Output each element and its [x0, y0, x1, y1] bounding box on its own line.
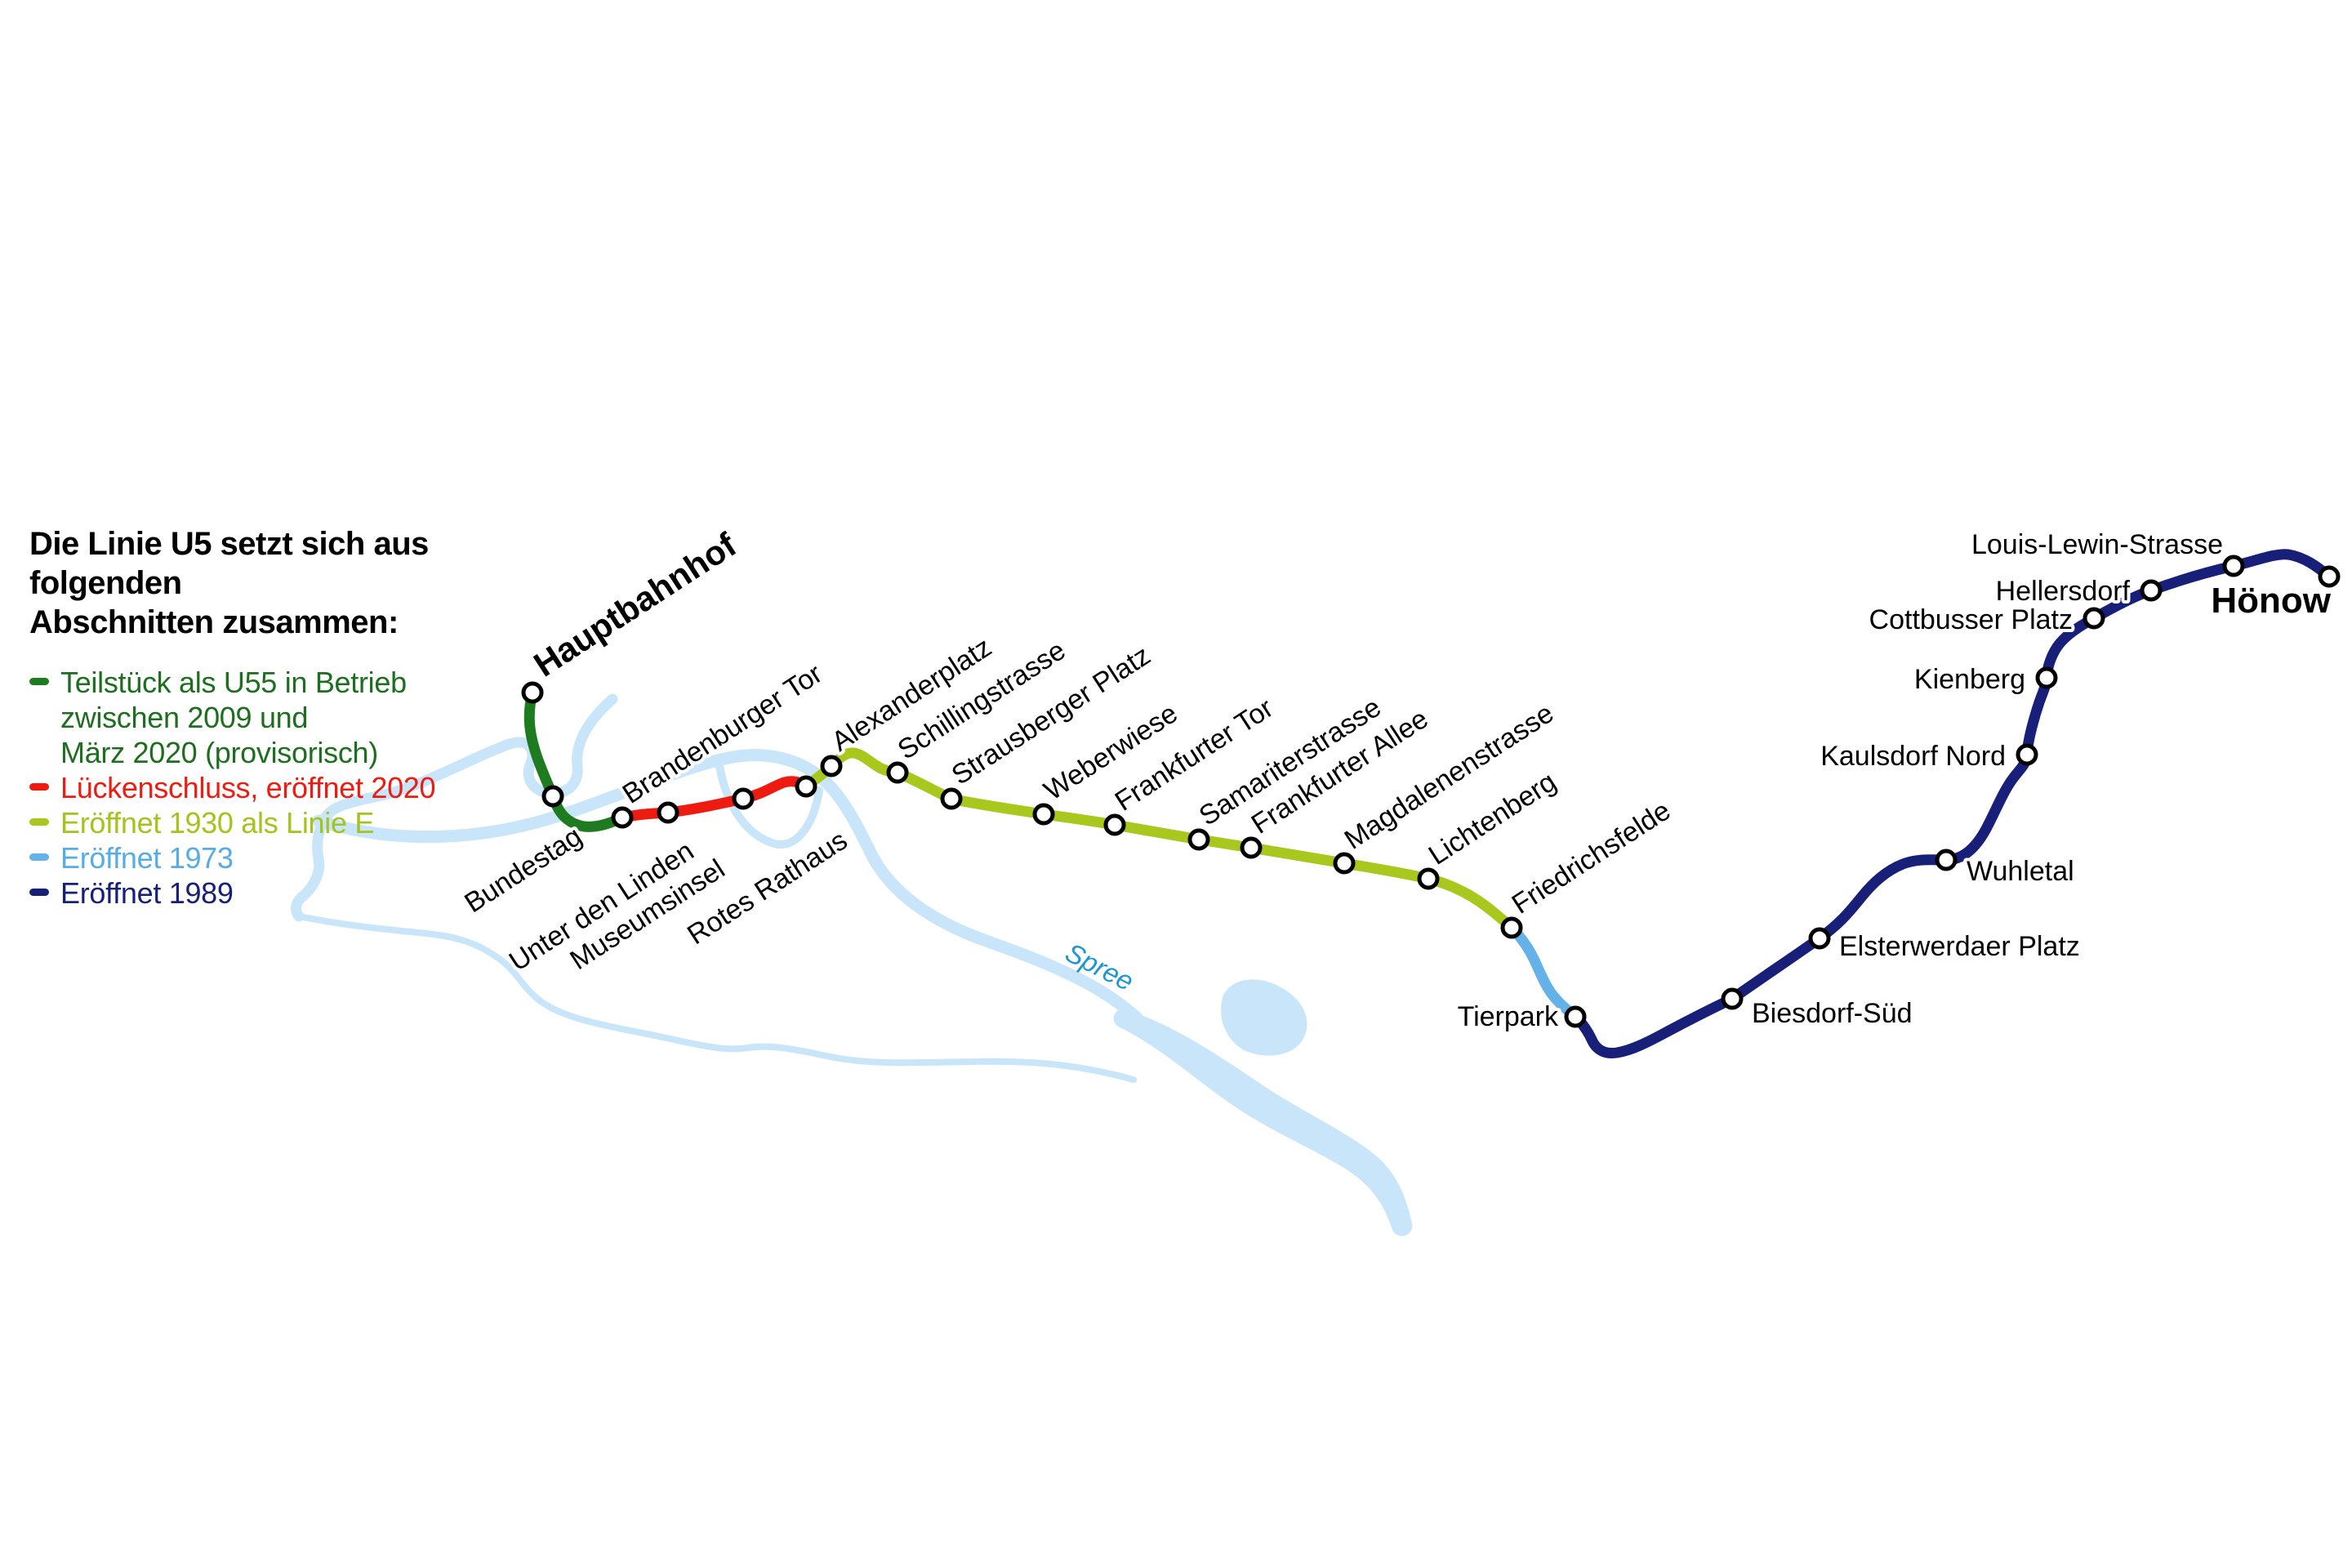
legend-item-u55: Teilstück als U55 in Betrieb	[29, 665, 552, 700]
legend-swatch-yellowgreen	[29, 818, 49, 826]
station-dot-kaulsdorf-nord	[2016, 743, 2038, 766]
river-lake-band	[1113, 1009, 1413, 1236]
station-label-hauptbahnhof: Hauptbahnhof	[527, 525, 743, 684]
legend-label: Eröffnet 1973	[60, 841, 234, 875]
legend-label: Eröffnet 1930 als Linie E	[60, 806, 375, 840]
legend-title: Die Linie U5 setzt sich aus folgenden Ab…	[29, 524, 552, 642]
station-dot-magdalenenstrasse	[1333, 852, 1356, 875]
station-dot-lichtenberg	[1417, 867, 1440, 890]
spree-river: Spree	[291, 693, 1413, 1236]
station-label-biesdorf-sued: Biesdorf-Süd	[1752, 998, 1913, 1029]
station-label-hoenow: Hönow	[2211, 581, 2331, 621]
station-dot-tierpark	[1564, 1005, 1587, 1028]
legend-swatch-lightblue	[29, 853, 49, 861]
station-label-louis-lewin-strasse: Louis-Lewin-Strasse	[1971, 529, 2223, 560]
station-dot-brandenburger-tor	[611, 806, 634, 829]
station-dots	[521, 555, 2341, 1028]
river-spreebogen	[291, 693, 618, 922]
legend-title-line-2: Abschnitten zusammen:	[29, 604, 399, 640]
legend-item-1930: Eröffnet 1930 als Linie E	[29, 805, 552, 840]
station-label-elsterwerdaer-platz: Elsterwerdaer Platz	[1839, 931, 2080, 962]
legend-title-line-1: Die Linie U5 setzt sich aus folgenden	[29, 526, 429, 601]
station-dot-rotes-rathaus	[795, 775, 817, 798]
station-dot-louis-lewin-strasse	[2222, 555, 2245, 577]
station-dot-bundestag	[541, 785, 564, 808]
station-dot-friedrichsfelde	[1500, 916, 1523, 939]
legend-swatch-green	[29, 678, 49, 685]
station-dot-kienberg	[2035, 666, 2058, 689]
legend-item-u55-line2: zwischen 2009 und	[29, 700, 552, 735]
station-dot-alexanderplatz	[820, 755, 843, 777]
legend-swatch-red	[29, 783, 49, 791]
legend-item-1973: Eröffnet 1973	[29, 840, 552, 875]
river-museumsinsel-channel	[715, 757, 823, 849]
station-dot-samariterstrasse	[1187, 828, 1210, 851]
station-label-tierpark: Tierpark	[1458, 1001, 1559, 1032]
river-main-east	[312, 749, 1143, 1024]
legend-item-lueckenschluss: Lückenschluss, eröffnet 2020	[29, 770, 552, 805]
station-dot-hellersdorf	[2140, 579, 2163, 602]
station-dot-strausberger-platz	[940, 787, 963, 810]
station-dot-schillingstrasse	[886, 761, 909, 784]
station-label-friedrichsfelde: Friedrichsfelde	[1507, 795, 1677, 920]
legend-item-u55-line3: März 2020 (provisorisch)	[29, 735, 552, 770]
legend-swatch-navy	[29, 889, 49, 896]
station-label-wuhletal: Wuhletal	[1967, 856, 2074, 887]
station-label-kienberg: Kienberg	[1914, 664, 2025, 695]
river-lake-upper	[1220, 979, 1307, 1056]
station-label-cottbusser-platz: Cottbusser Platz	[1869, 604, 2073, 635]
river-south-channel	[296, 913, 1137, 1083]
station-dot-hauptbahnhof	[521, 681, 544, 704]
station-dot-hoenow	[2318, 565, 2341, 588]
legend-item-1989: Eröffnet 1989	[29, 875, 552, 911]
legend-label: März 2020 (provisorisch)	[60, 736, 378, 769]
legend-rows: Teilstück als U55 in Betrieb zwischen 20…	[29, 665, 552, 911]
station-dot-unter-den-linden	[657, 801, 679, 824]
legend-label: Eröffnet 1989	[60, 876, 234, 910]
station-dot-weberwiese	[1032, 803, 1055, 826]
station-label-kaulsdorf-nord: Kaulsdorf Nord	[1820, 741, 2006, 772]
legend-label: Teilstück als U55 in Betrieb	[60, 666, 407, 699]
station-dot-cottbusser-platz	[2082, 607, 2105, 630]
legend-label: Lückenschluss, eröffnet 2020	[60, 771, 436, 804]
station-dot-biesdorf-sued	[1721, 987, 1744, 1010]
station-dot-museumsinsel	[732, 787, 755, 810]
station-labels: Hauptbahnhof Bundestag Brandenburger Tor…	[456, 522, 2334, 1036]
line-segment-1973	[1506, 922, 1581, 1022]
legend: Die Linie U5 setzt sich aus folgenden Ab…	[29, 524, 552, 911]
station-label-hellersdorf: Hellersdorf	[1996, 576, 2131, 607]
station-dot-frankfurter-tor	[1103, 813, 1126, 836]
station-dot-frankfurter-allee	[1240, 836, 1263, 859]
legend-label: zwischen 2009 und	[60, 701, 309, 734]
station-dot-elsterwerdaer-platz	[1808, 927, 1831, 950]
station-dot-wuhletal	[1935, 849, 1958, 871]
